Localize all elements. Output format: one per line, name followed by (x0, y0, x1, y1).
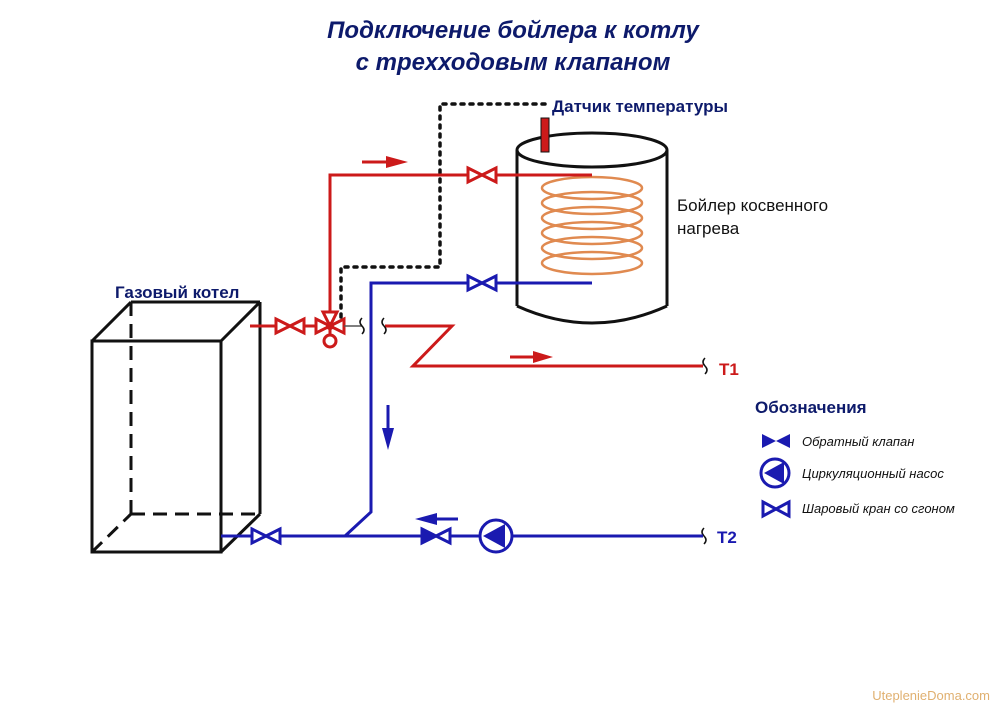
ball-valve-hot-boiler (274, 316, 306, 336)
gas-boiler (90, 300, 262, 554)
legend-ball-valve-icon (761, 499, 791, 519)
cold-return-pipes (221, 281, 703, 538)
t2-label: Т2 (717, 528, 737, 547)
circulation-pump (478, 518, 514, 554)
cold-flow-arrow-left (415, 513, 458, 525)
legend-check-valve-icon (762, 434, 790, 448)
temperature-sensor (540, 117, 550, 153)
legend-circulation-pump-icon (759, 457, 791, 489)
legend-item-pump: Циркуляционный насос (802, 466, 944, 481)
legend-title: Обозначения (755, 398, 867, 417)
hot-supply-pipes (250, 173, 703, 368)
check-valve (420, 526, 452, 546)
heating-coil (540, 175, 644, 276)
ball-valve-cold-boiler (250, 526, 282, 546)
title-line-1: Подключение бойлера к котлу (327, 17, 700, 44)
t1-label: Т1 (719, 360, 739, 379)
three-way-valve (314, 310, 346, 349)
watermark: UteplenieDoma.com (872, 688, 990, 703)
sensor-label: Датчик температуры (552, 97, 728, 116)
title-line-2: с трехходовым клапаном (356, 49, 671, 76)
gas-boiler-label: Газовый котел (115, 283, 239, 302)
ball-valve-hot-tank (466, 165, 498, 185)
boiler-label-line-2: нагрева (677, 219, 740, 238)
cold-flow-arrow-down (382, 405, 394, 450)
legend-item-ball-valve: Шаровый кран со сгоном (802, 501, 955, 516)
hot-flow-arrow-t1 (510, 351, 553, 363)
legend-item-check-valve: Обратный клапан (802, 434, 914, 449)
ball-valve-cold-tank (466, 273, 498, 293)
pipe-break-marks (359, 317, 708, 545)
sensor-control-line (339, 102, 547, 324)
boiler-label-line-1: Бойлер косвенного (677, 196, 828, 215)
hot-flow-arrow-top (362, 156, 408, 168)
